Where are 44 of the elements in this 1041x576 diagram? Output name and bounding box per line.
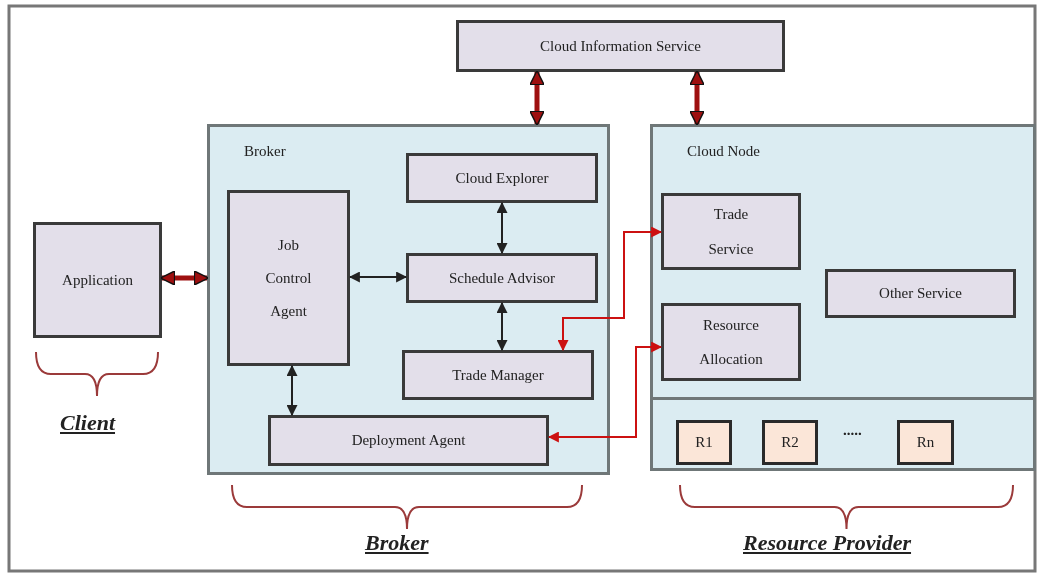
process-box [661, 303, 801, 381]
resource-box [762, 420, 818, 465]
arrow [286, 364, 298, 417]
process-box [661, 193, 801, 270]
node-label: Resource Allocation [698, 315, 764, 369]
node-label: Cloud Information Service [540, 37, 701, 55]
process-box [402, 350, 594, 400]
node-label: Trade Manager [452, 366, 544, 384]
thick-arrow [159, 270, 210, 286]
container-box [207, 124, 610, 475]
arrow [348, 271, 408, 283]
ellipsis-text: ..... [843, 422, 862, 439]
container-title: Cloud Node [687, 143, 760, 160]
arrow [496, 301, 508, 352]
group-label: Resource Provider [743, 530, 912, 556]
resource-box [676, 420, 732, 465]
process-box [268, 415, 549, 466]
node-label: Deployment Agent [351, 432, 466, 449]
process-box [406, 153, 598, 203]
node-label: Schedule Advisor [448, 269, 556, 287]
node-label: Application [62, 271, 133, 289]
group-label: Client [60, 410, 115, 436]
resource-band [653, 397, 1033, 468]
process-box [406, 253, 598, 303]
node-label: Cloud Explorer [455, 169, 549, 187]
node-label: Other Service [879, 285, 962, 302]
node-label: R2 [781, 434, 799, 451]
node-label: Trade Service [707, 205, 755, 259]
node-label: R1 [695, 434, 713, 451]
arrow [547, 341, 663, 443]
node-label: Rn [916, 434, 935, 451]
group-label: Broker [365, 530, 429, 556]
process-box [456, 20, 785, 72]
resource-box [897, 420, 954, 465]
thick-arrow [529, 69, 545, 127]
container-box [650, 124, 1036, 471]
process-box [227, 190, 350, 366]
thick-arrow [689, 69, 705, 127]
container-title: Broker [244, 143, 286, 160]
process-box [33, 222, 162, 338]
arrow [557, 226, 663, 352]
arrow [496, 201, 508, 255]
node-label: Job Control Agent [264, 235, 313, 321]
process-box [825, 269, 1016, 318]
